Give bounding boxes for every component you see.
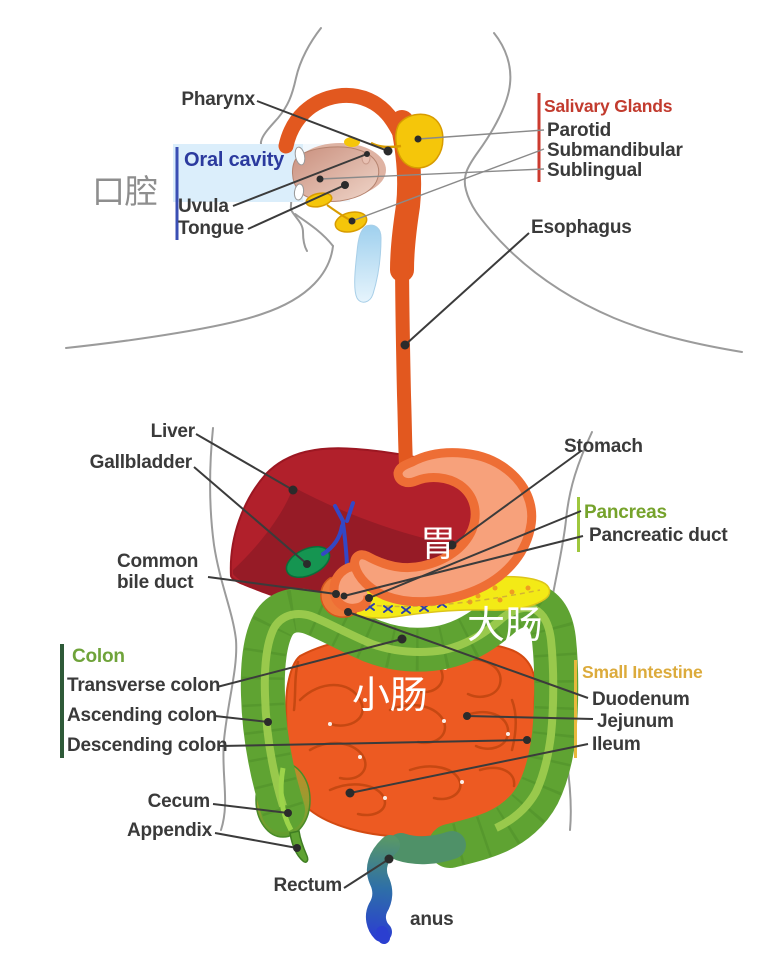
salivary-glands-bar [537,93,541,182]
cystic-duct [321,524,344,556]
transverse-colon-line [216,638,403,688]
pharynx-line [256,100,389,152]
label-small-intestine: Small Intestine [582,662,703,682]
label-submandibular: Submandibular [547,140,683,161]
gland-pointer-lines [319,129,545,222]
hepatic-duct-right [333,504,345,523]
pancreas-bar [577,497,580,552]
label-oral-cavity: Oral cavity [184,149,285,171]
label-ascending-colon: Ascending colon [67,705,218,726]
submandibular-line [351,148,545,222]
anus-tip [376,926,390,944]
jaw-line [294,213,334,247]
pointer-lines [193,100,594,889]
sigmoid-segment [387,831,466,865]
annotation-zh-small-intestine: 小肠 [352,675,428,717]
label-colon: Colon [72,646,125,667]
gallbladder-line [193,466,308,565]
label-descending-colon: Descending colon [67,735,228,756]
small-intestine-bar [574,660,577,758]
label-sublingual: Sublingual [547,160,643,181]
cecum-line [212,803,289,814]
jejunum-line [466,715,594,720]
esophagus-tube [395,243,413,471]
esophagus-line [404,232,530,346]
liver-line [195,433,294,491]
rectum-line [343,858,390,889]
submandibular-duct [326,204,351,221]
label-pharynx: Pharynx [181,89,255,110]
stomach-body [350,448,537,607]
label-appendix: Appendix [127,820,212,841]
parotid-duct [370,141,402,149]
nape-right-shoulder [463,32,743,353]
sublingual-line [319,168,545,180]
annotation-zh-large-intestine: 大肠 [467,605,543,647]
tongue-line [247,184,346,230]
ascending-colon-line [214,715,269,723]
label-duodenum: Duodenum [592,689,690,710]
label-esophagus: Esophagus [531,217,632,238]
ileum-line [349,743,589,794]
label-jejunum: Jejunum [597,711,674,732]
label-transverse-colon: Transverse colon [67,675,221,696]
label-stomach: Stomach [564,436,643,457]
appendix-line [214,832,298,849]
oral-cavity-bar [175,147,179,240]
pancreas-line [368,510,582,599]
label-rectum: Rectum [273,875,343,896]
common-bile-duct-line [207,576,337,595]
rectum-shape [365,835,400,942]
colon-group [240,582,579,944]
parotid-line [417,129,545,140]
hepatic-duct-left [345,501,355,523]
oral-cavity-highlight [173,144,303,202]
label-gallbladder: Gallbladder [89,452,193,473]
label-uvula: Uvula [178,196,229,217]
annotation-zh-stomach: 胃 [420,523,456,564]
left-torso-line [209,427,238,831]
descending-colon-line [219,739,528,747]
pancreatic-duct-pointer [343,535,584,597]
label-pancreas: Pancreas [584,502,667,523]
colon-center-stripe [260,603,558,832]
lower-tooth [293,183,305,201]
mouth-group [292,143,386,202]
category-bars [60,93,580,758]
uvula-line [232,153,368,207]
stomach-line [451,450,582,546]
upper-tooth [294,146,306,166]
label-parotid: Parotid [547,120,612,141]
duodenum-line [347,611,589,699]
label-liver: Liver [150,421,196,442]
stomach-group [320,448,537,618]
trachea-shape [354,224,382,303]
label-tongue: Tongue [178,218,244,239]
annotation-zh-oral-cavity: 口腔 [92,173,158,210]
label-anus: anus [410,909,454,930]
pointer-dots [264,135,531,864]
label-pancreatic-duct: Pancreatic duct [589,525,728,546]
cecum-stripe [278,767,294,832]
neck-front-left-shoulder [65,245,334,349]
colon-bar [60,644,64,758]
label-common-bile-duct: Common bile duct [117,551,199,593]
label-ileum: Ileum [592,734,641,755]
label-cecum: Cecum [147,791,211,812]
label-salivary-glands: Salivary Glands [544,96,673,116]
